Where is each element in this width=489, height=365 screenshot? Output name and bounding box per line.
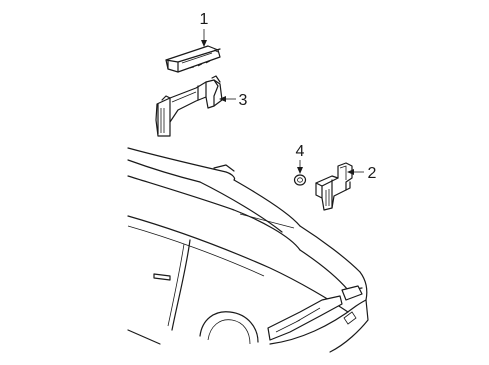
control-module-part — [165, 45, 221, 73]
callout-1: 1 — [200, 11, 209, 28]
sensor-unit-part — [315, 162, 353, 211]
mounting-bracket-part — [155, 75, 223, 137]
callout-3: 3 — [239, 92, 248, 109]
vehicle-outline — [127, 147, 369, 353]
callout-2: 2 — [368, 165, 377, 182]
callout-4: 4 — [296, 143, 305, 160]
grommet-part — [293, 174, 307, 186]
leader-lines — [201, 29, 364, 175]
